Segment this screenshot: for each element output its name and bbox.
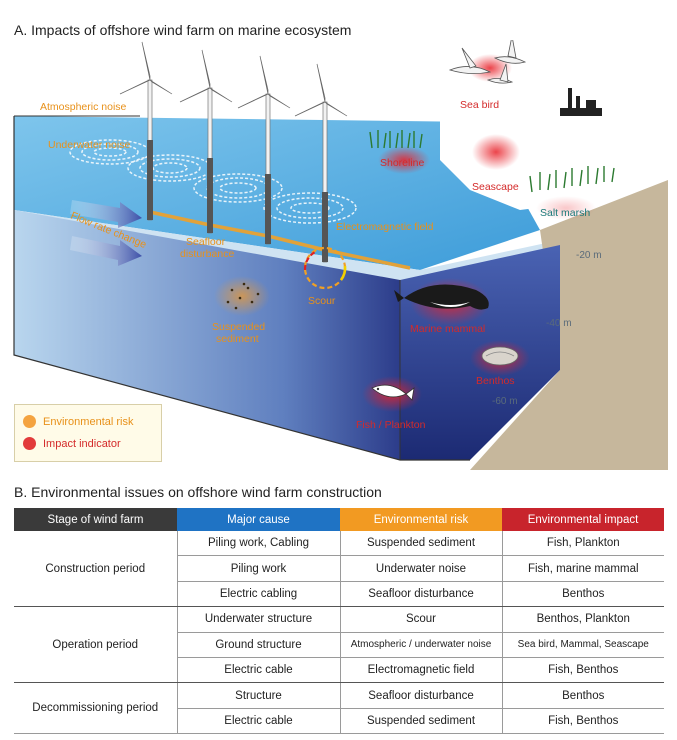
header-stage: Stage of wind farm (14, 508, 177, 531)
label-benthos: Benthos (476, 375, 515, 387)
cause-cell: Underwater structure (176, 606, 340, 633)
label-scour: Scour (308, 295, 336, 307)
legend-impact-label: Impact indicator (43, 437, 121, 450)
label-marine-mammal: Marine mammal (410, 323, 485, 335)
risk-dot-icon (23, 415, 36, 428)
cause-cell: Structure (176, 682, 340, 709)
scour-icon (303, 246, 347, 290)
label-seafloor-2: disturbance (180, 248, 234, 260)
coastal-slope (470, 180, 668, 470)
impact-cell: Fish, Plankton (501, 531, 664, 557)
section-b-title: B. Environmental issues on offshore wind… (14, 484, 382, 500)
label-fish-plankton: Fish / Plankton (356, 419, 426, 431)
impact-cell: Benthos (501, 682, 664, 709)
label-salt-marsh: Salt marsh (540, 207, 590, 219)
risk-cell: Seafloor disturbance (339, 682, 502, 709)
risk-cell: Scour (339, 606, 502, 633)
sea-bird-icon (448, 40, 527, 84)
impact-cell: Fish, marine mammal (501, 555, 664, 582)
flow-arrows (70, 200, 142, 266)
cause-cell: Electric cable (176, 657, 340, 684)
label-shoreline: Shoreline (380, 157, 425, 169)
impact-cell: Fish, Benthos (501, 657, 664, 684)
impact-cell: Benthos (501, 581, 664, 608)
label-atmospheric-noise: Atmospheric noise (40, 101, 127, 113)
cause-cell: Piling work, Cabling (176, 531, 340, 557)
label-suspended-1: Suspended (212, 321, 265, 333)
table-row: Piling work Underwater noise Fish, marin… (14, 555, 664, 582)
stage-cell: Construction period (14, 531, 177, 608)
legend: Environmental risk Impact indicator (14, 404, 162, 462)
risk-cell: Suspended sediment (339, 531, 502, 557)
seascape-glow (472, 134, 520, 170)
header-cause: Major cause (177, 508, 340, 531)
table-row: Ground structure Atmospheric / underwate… (14, 632, 664, 658)
cause-cell: Electric cable (176, 708, 340, 735)
suspended-sediment-icon (214, 276, 270, 316)
factory-icon (560, 88, 602, 116)
cause-cell: Electric cabling (176, 581, 340, 608)
header-impact: Environmental impact (502, 508, 664, 531)
depth-label-20: -20 m (576, 250, 602, 261)
legend-risk-label: Environmental risk (43, 415, 134, 428)
impact-cell: Sea bird, Mammal, Seascape (501, 632, 664, 658)
header-risk: Environmental risk (340, 508, 502, 531)
label-underwater-noise: Underwater noise (48, 139, 130, 151)
table-row: Decommissioning period Structure Seafloo… (14, 682, 664, 735)
cause-cell: Piling work (176, 555, 340, 582)
risk-cell: Underwater noise (339, 555, 502, 582)
environmental-issues-table: Stage of wind farm Major cause Environme… (14, 508, 664, 735)
stage-cell: Operation period (14, 606, 177, 684)
depth-label-60: -60 m (492, 396, 518, 407)
risk-cell: Seafloor disturbance (339, 581, 502, 608)
label-electromagnetic-field: Electromagnetic field (336, 221, 434, 233)
label-suspended-2: sediment (216, 333, 259, 345)
salt-marsh-glow (536, 196, 596, 220)
impact-dot-icon (23, 437, 36, 450)
wind-farm-diagram: Atmospheric noise Underwater noise Flow … (13, 40, 668, 470)
depth-label-40: -40 m (546, 318, 572, 329)
table-row: Electric cable Electromagnetic field Fis… (14, 657, 664, 684)
shoreline-glow (378, 146, 430, 174)
table-row: Operation period Underwater structure Sc… (14, 606, 664, 684)
fish-icon (371, 384, 415, 401)
stage-cell: Decommissioning period (14, 682, 177, 735)
section-a-title: A. Impacts of offshore wind farm on mari… (14, 22, 352, 38)
impact-cell: Benthos, Plankton (501, 606, 664, 633)
impact-cell: Fish, Benthos (501, 708, 664, 735)
label-seafloor-1: Seafloor (186, 236, 226, 248)
salt-marsh-reeds-icon (529, 166, 615, 193)
table-row: Electric cable Suspended sediment Fish, … (14, 708, 664, 735)
label-seascape: Seascape (472, 181, 519, 193)
risk-cell: Atmospheric / underwater noise (339, 632, 502, 658)
cause-cell: Ground structure (176, 632, 340, 658)
table-row: Construction period Piling work, Cabling… (14, 531, 664, 608)
risk-cell: Electromagnetic field (339, 657, 502, 684)
label-sea-bird: Sea bird (460, 99, 499, 111)
table-row: Electric cabling Seafloor disturbance Be… (14, 581, 664, 608)
benthos-icon (481, 346, 519, 366)
legend-item-impact: Impact indicator (23, 437, 121, 450)
water-column-front (14, 210, 400, 460)
risk-cell: Suspended sediment (339, 708, 502, 735)
shoreline-reeds-icon (369, 130, 423, 149)
wind-turbines (119, 41, 348, 263)
marine-mammal-icon (394, 284, 489, 310)
legend-item-risk: Environmental risk (23, 415, 133, 428)
